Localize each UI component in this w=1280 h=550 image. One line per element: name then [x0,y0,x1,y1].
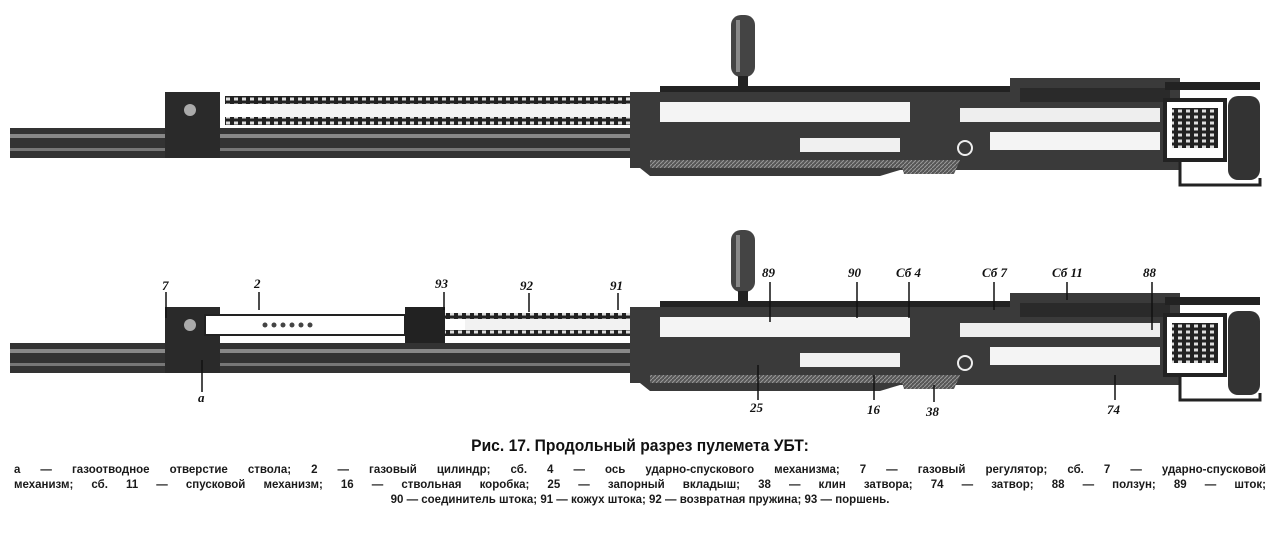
callout-leader-lines [165,282,1153,402]
callout-93: 93 [435,276,449,291]
legend-line-3: 90 — соединитель штока; 91 — кожух штока… [390,494,890,506]
figure-caption: Рис. 17. Продольный разрез пулемета УБТ: [471,436,809,455]
callout-2: 2 [253,276,261,291]
callout-7: 7 [162,278,169,293]
callout-92: 92 [520,278,534,293]
callout-sb11: Сб 11 [1052,265,1083,280]
legend-line-2: механизм; сб. 11 — спусковой механизм; 1… [14,479,1266,491]
callout-74: 74 [1107,402,1121,417]
callout-90: 90 [848,265,862,280]
callout-25: 25 [749,400,764,415]
upper-section-view [8,13,1262,187]
callout-89: 89 [762,265,776,280]
callout-sb7: Сб 7 [982,265,1007,280]
callout-a: а [198,390,205,405]
callout-88: 88 [1143,265,1157,280]
callout-38: 38 [925,404,940,419]
callout-91: 91 [610,278,623,293]
callout-sb4: Сб 4 [896,265,921,280]
callout-16: 16 [867,402,881,417]
figure-legend: а — газоотводное отверстие ствола; 2 — г… [14,463,1266,508]
callout-labels: 7 2 93 92 91 89 90 Сб 4 Сб 7 Сб 11 88 а … [162,265,1157,419]
ubt-machine-gun-cross-section-drawing: 7 2 93 92 91 89 90 Сб 4 Сб 7 Сб 11 88 а … [8,13,1262,419]
lower-section-view [8,228,1262,402]
legend-line-1: а — газоотводное отверстие ствола; 2 — г… [14,464,1266,476]
